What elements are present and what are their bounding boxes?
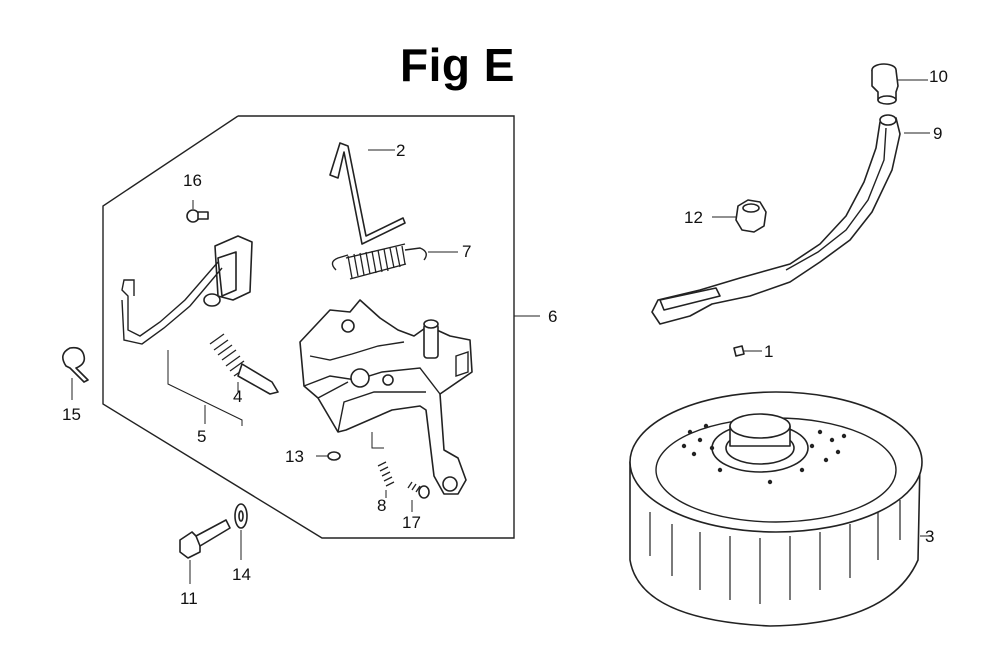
callout-16: 16 xyxy=(183,171,202,190)
part-8-spring xyxy=(377,461,395,498)
callout-5: 5 xyxy=(197,427,207,446)
callout-3: 3 xyxy=(925,527,935,546)
part-2-rod xyxy=(329,142,406,245)
part-4-spring xyxy=(209,333,279,395)
figure-title: Fig E xyxy=(400,39,515,91)
part-17-screw xyxy=(407,481,430,512)
part-7-spring xyxy=(331,243,458,280)
part-12-nut xyxy=(712,199,767,233)
callout-6: 6 xyxy=(548,307,558,326)
callout-15: 15 xyxy=(62,405,81,424)
part-13-pin xyxy=(316,451,341,461)
callout-7: 7 xyxy=(462,242,472,261)
callout-1: 1 xyxy=(764,342,774,361)
part-16-bolt xyxy=(186,200,209,223)
leader-5 xyxy=(167,350,243,426)
callout-4: 4 xyxy=(233,387,243,406)
part-10-cap xyxy=(871,63,928,105)
callout-8: 8 xyxy=(377,496,387,515)
callout-10: 10 xyxy=(929,67,948,86)
part-3-flywheel xyxy=(629,391,932,627)
callout-17: 17 xyxy=(402,513,421,532)
callout-13: 13 xyxy=(285,447,304,466)
part-11-bolt xyxy=(179,519,231,584)
callout-2: 2 xyxy=(396,141,406,160)
part-9-arm xyxy=(651,114,930,325)
callout-9: 9 xyxy=(933,124,943,143)
part-1-key xyxy=(733,345,762,357)
part-15-clip xyxy=(62,346,89,400)
part-governor-arm xyxy=(121,235,253,345)
callout-14: 14 xyxy=(232,565,251,584)
part-14-washer xyxy=(234,503,248,560)
part-bracket-plate xyxy=(299,299,473,495)
callout-12: 12 xyxy=(684,208,703,227)
assembly-outline xyxy=(102,115,515,539)
leader-8-bracket xyxy=(371,432,384,449)
callout-11: 11 xyxy=(180,589,198,608)
